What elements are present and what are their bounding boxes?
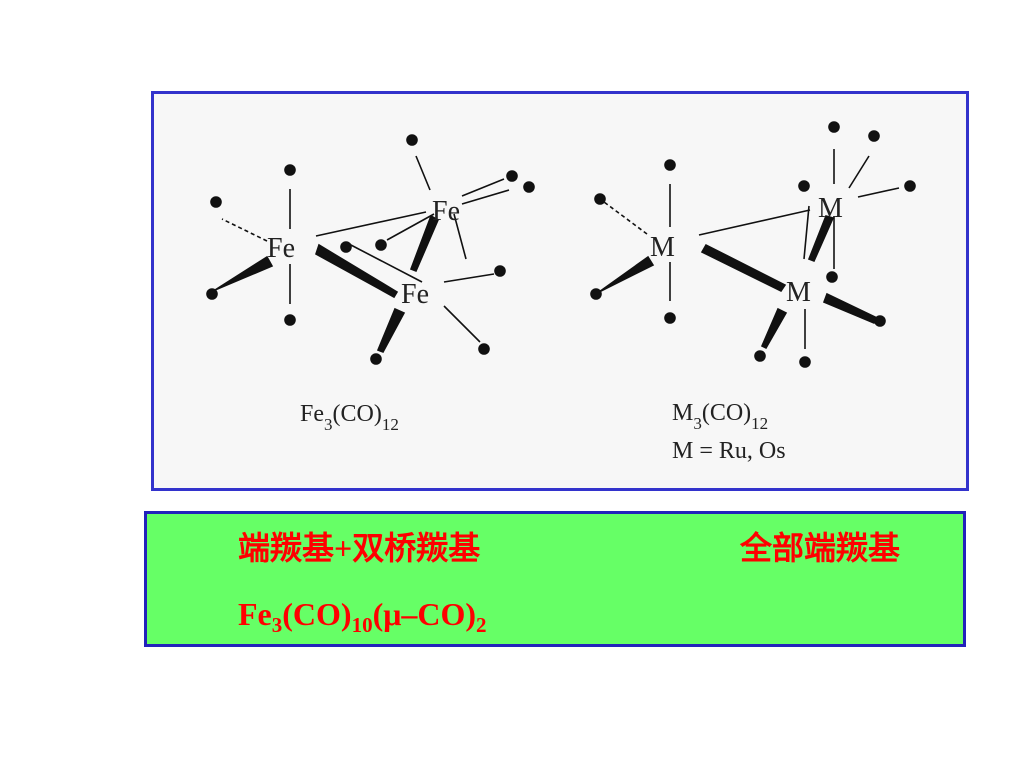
fe3co12-structure [206,134,535,365]
left-heading: 端羰基+双桥羰基 [238,530,481,566]
m3co12-structure [590,121,916,368]
atom-fe-left: Fe [267,233,295,264]
right-heading: 全部端羰基 [740,530,901,566]
structure-figure: Fe Fe Fe M M M Fe3(CO)12 M3(CO)12 M = Ru… [151,91,969,491]
fe3co12-name: Fe3(CO)12 [300,401,399,434]
bridging-formula: Fe3(CO)10(μ–CO)2 [238,596,487,637]
atom-m-left: M [650,232,675,263]
atom-fe-top: Fe [432,196,460,227]
atom-fe-bottom: Fe [401,279,429,310]
caption-box: 端羰基+双桥羰基 全部端羰基 Fe3(CO)10(μ–CO)2 [144,511,966,647]
metal-definition: M = Ru, Os [672,438,786,464]
atom-m-top: M [818,193,843,224]
structure-drawing: Fe Fe Fe M M M Fe3(CO)12 M3(CO)12 M = Ru… [206,121,916,464]
atom-m-bottom: M [786,277,811,308]
m3co12-name: M3(CO)12 [672,400,768,433]
